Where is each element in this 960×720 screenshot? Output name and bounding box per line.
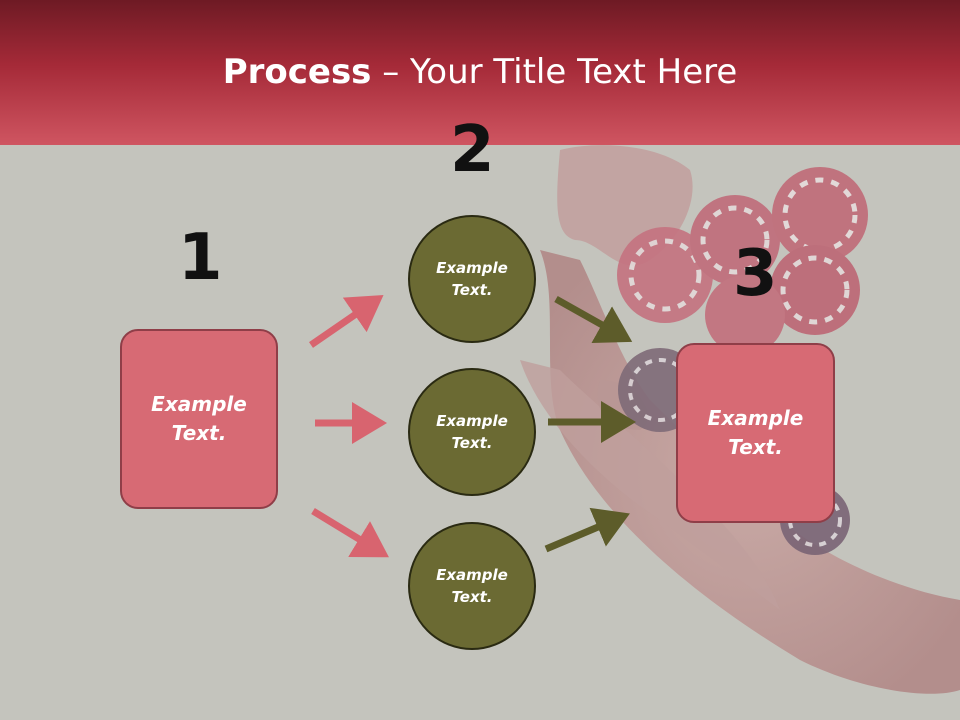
- step-1-line2: Text.: [171, 421, 227, 445]
- step-2-number: 2: [450, 113, 495, 187]
- circle-middle-line1: Example: [436, 411, 508, 430]
- arrow-from-circle-bottom: [544, 507, 630, 553]
- step-1-number: 1: [178, 221, 223, 295]
- step-1-line1: Example: [151, 392, 247, 416]
- circle-top-line2: Text.: [451, 281, 493, 299]
- circle-bottom-line1: Example: [436, 565, 508, 584]
- step-3-line2: Text.: [728, 435, 783, 459]
- circle-top-line1: Example: [436, 258, 508, 277]
- arrow-to-circle-top: [309, 295, 384, 348]
- slide-title: Process – Your Title Text Here: [0, 52, 960, 92]
- circle-middle-line2: Text.: [451, 434, 493, 452]
- title-bar: [0, 0, 960, 145]
- title-bold: Process: [222, 52, 372, 92]
- title-rest: – Your Title Text Here: [371, 52, 738, 92]
- step-3-number: 3: [733, 237, 778, 311]
- step-3-line1: Example: [707, 406, 804, 430]
- arrow-to-circle-bottom: [311, 508, 389, 558]
- arrow-from-circle-top: [554, 295, 633, 344]
- circle-bottom-line2: Text.: [451, 588, 493, 606]
